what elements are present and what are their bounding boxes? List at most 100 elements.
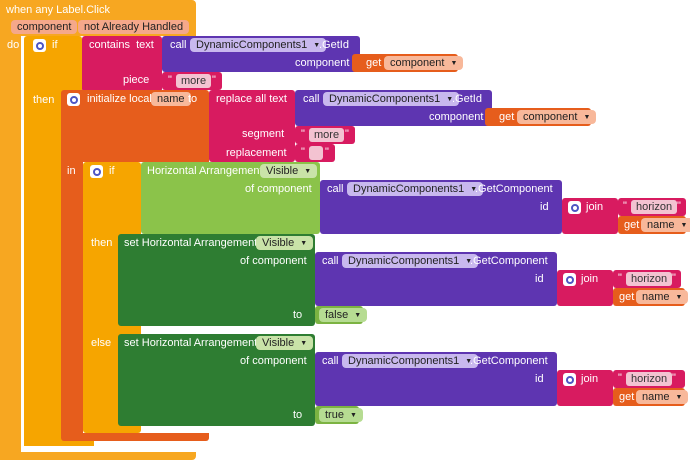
segment-label: segment — [242, 128, 285, 140]
close-quote: " — [345, 128, 349, 140]
component-dropdown-label: DynamicComponents1 — [329, 93, 441, 105]
var-dropdown[interactable]: name▼ — [641, 218, 690, 232]
mutator-gear-icon[interactable] — [563, 373, 576, 386]
get-label: get — [619, 391, 635, 403]
chevron-down-icon: ▼ — [300, 340, 308, 347]
chevron-down-icon: ▼ — [470, 186, 478, 193]
call-label: call — [327, 183, 344, 195]
boolean-dropdown-label: true — [325, 409, 344, 421]
boolean-dropdown[interactable]: false▼ — [319, 308, 368, 322]
var-dropdown-label: name — [642, 291, 670, 303]
method-label: .GetId — [319, 39, 349, 51]
chevron-down-icon: ▼ — [465, 358, 473, 365]
to-label: to — [293, 409, 303, 421]
property-dropdown[interactable]: Visible▼ — [256, 236, 314, 250]
piece-string-value[interactable]: more — [176, 74, 212, 88]
var-dropdown[interactable]: name ▼ — [636, 390, 689, 404]
close-quote: " — [325, 146, 329, 158]
in-label: in — [67, 165, 76, 177]
replace-all-text-block[interactable] — [209, 90, 295, 162]
get-label: get — [619, 291, 635, 303]
component-dropdown[interactable]: DynamicComponents1 ▼ — [323, 92, 460, 106]
call-label: call — [322, 255, 339, 267]
method-label: .GetComponent — [470, 355, 548, 367]
outer-if-footer — [24, 436, 94, 446]
close-quote: " — [212, 74, 216, 86]
replacement-string-value[interactable] — [309, 146, 323, 160]
component-dropdown[interactable]: DynamicComponents1▼ — [347, 182, 484, 196]
component-dropdown-label: DynamicComponents1 — [196, 39, 308, 51]
call-label: call — [170, 39, 187, 51]
contains-text-block[interactable] — [82, 36, 162, 92]
var-dropdown-label: name — [642, 391, 670, 403]
chevron-down-icon: ▼ — [446, 96, 454, 103]
of-component-label: of component — [240, 355, 307, 367]
mutator-gear-icon[interactable] — [67, 93, 80, 106]
open-quote: " — [618, 272, 622, 284]
do-label: do — [7, 39, 20, 51]
replacement-label: replacement — [226, 147, 287, 159]
chevron-down-icon: ▼ — [465, 258, 473, 265]
var-dropdown[interactable]: name ▼ — [636, 290, 689, 304]
boolean-dropdown[interactable]: true▼ — [319, 408, 363, 422]
close-quote: " — [677, 200, 681, 212]
mutator-gear-icon[interactable] — [33, 39, 46, 52]
set-label: set Horizontal Arrangement. — [124, 337, 260, 350]
contains-word: contains — [89, 39, 130, 51]
var-dropdown-label: name — [647, 219, 675, 231]
local-name-field[interactable]: name — [151, 92, 191, 106]
setter-component-label: Horizontal Arrangement. — [141, 337, 261, 349]
component-dropdown[interactable]: DynamicComponents1 ▼ — [190, 38, 327, 52]
mutator-gear-icon[interactable] — [563, 273, 576, 286]
call-label: call — [322, 355, 339, 367]
component-dropdown[interactable]: DynamicComponents1▼ — [342, 254, 479, 268]
boolean-dropdown-label: false — [325, 309, 349, 321]
mutator-gear-icon[interactable] — [568, 201, 581, 214]
init-local-label: initialize local — [87, 93, 152, 105]
chevron-down-icon: ▼ — [675, 394, 683, 401]
chevron-down-icon: ▼ — [313, 42, 321, 49]
arg-component-label: component — [295, 57, 350, 69]
chevron-down-icon: ▼ — [675, 294, 683, 301]
property-dropdown[interactable]: Visible▼ — [260, 164, 318, 178]
component-dropdown[interactable]: DynamicComponents1▼ — [342, 354, 479, 368]
method-label: .GetComponent — [475, 183, 553, 195]
join-string-value[interactable]: horizon — [631, 200, 678, 214]
var-dropdown[interactable]: component▼ — [517, 110, 597, 124]
close-quote: " — [672, 272, 676, 284]
contains-label: contains text — [89, 39, 154, 52]
open-quote: " — [618, 372, 622, 384]
open-quote: " — [301, 128, 305, 140]
set-label: set Horizontal Arrangement. — [124, 237, 260, 250]
segment-string-value[interactable]: more — [309, 128, 345, 142]
property-dropdown[interactable]: Visible ▼ — [256, 336, 314, 350]
param-component[interactable]: component — [11, 20, 78, 34]
get-label: get — [366, 57, 382, 69]
if-label: if — [52, 39, 58, 51]
then-label: then — [33, 94, 55, 106]
mutator-gear-icon[interactable] — [90, 165, 103, 178]
piece-label: piece — [123, 74, 150, 86]
method-label: .GetId — [452, 93, 482, 105]
text-word: text — [136, 39, 154, 51]
open-quote: " — [301, 146, 305, 158]
var-dropdown-label: component — [390, 57, 445, 69]
of-component-label: of component — [240, 255, 307, 267]
get-label: get — [624, 219, 640, 231]
method-label: .GetComponent — [470, 255, 548, 267]
join-string-value[interactable]: horizon — [626, 372, 673, 386]
join-label: join — [581, 373, 599, 385]
var-dropdown[interactable]: component▼ — [384, 56, 464, 70]
if-label: if — [109, 165, 115, 177]
join-label: join — [586, 201, 604, 213]
property-dropdown-label: Visible — [262, 337, 295, 349]
id-label: id — [540, 201, 549, 213]
set-word: set — [124, 237, 139, 249]
join-label: join — [581, 273, 599, 285]
join-string-value[interactable]: horizon — [626, 272, 673, 286]
call-label: call — [303, 93, 320, 105]
param-not-already-handled[interactable]: not Already Handled — [78, 20, 190, 34]
get-label: get — [499, 111, 515, 123]
getter-component-label: Horizontal Arrangement. — [147, 165, 266, 177]
